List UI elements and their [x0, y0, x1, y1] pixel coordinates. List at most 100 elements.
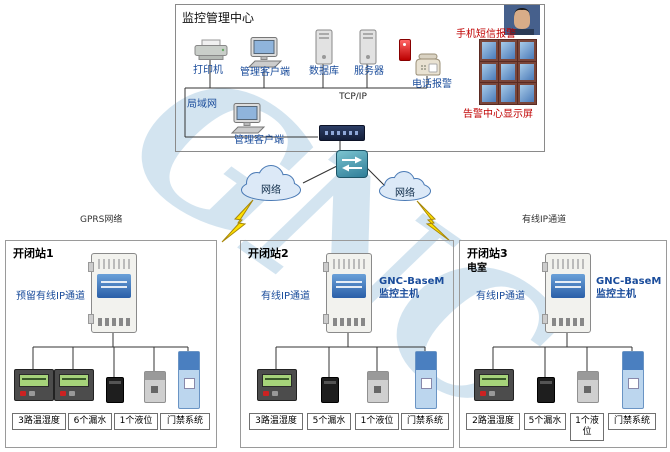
device-button: [272, 391, 278, 396]
sensor-label: 2路温湿度: [466, 413, 520, 430]
mount-tab: [542, 314, 548, 324]
client1-label: 管理客户端: [240, 67, 290, 78]
lcd-screen: [19, 374, 49, 387]
printer-label: 打印机: [193, 65, 223, 76]
device-button: [60, 391, 66, 396]
database-icon: [315, 29, 333, 69]
host-ports: [552, 318, 584, 326]
device-button: [480, 391, 486, 396]
lcd-screen: [479, 374, 509, 387]
tcpip-label: TCP/IP: [339, 92, 367, 102]
wall-screen: [518, 40, 536, 61]
temp-humidity-controller-icon: [14, 369, 54, 401]
cloud-left-label: 网络: [261, 185, 281, 196]
station-3-panel: 开闭站3 电室 有线IP通道 GNC-BaseM 监控主机 2路温湿度 5个漏水…: [459, 240, 667, 448]
access-control-reader-icon: [622, 351, 644, 409]
liquid-level-sensor-icon: [367, 371, 389, 403]
sensor-label: 3路温湿度: [12, 413, 66, 430]
monitoring-host-device: [88, 253, 137, 333]
wall-screen: [518, 83, 536, 104]
device-button: [69, 391, 75, 396]
sensor-label: 5个漏水: [524, 413, 566, 430]
client2-label: 管理客户端: [234, 135, 284, 146]
mount-tab: [323, 314, 329, 324]
wall-screen: [499, 61, 517, 83]
sensor-label: 1个液位: [114, 413, 158, 430]
station-title: 开闭站3: [467, 247, 508, 260]
station-1-panel: 开闭站1 预留有线IP通道 3路温湿度 6个漏水 1个液位 门禁系统: [5, 240, 217, 448]
leak-controller-icon: [54, 369, 94, 401]
host-ports: [333, 318, 365, 326]
host-front-label: [332, 274, 366, 298]
alarm-display-wall: [479, 39, 537, 105]
wall-screen: [480, 83, 498, 104]
access-control-reader-icon: [178, 351, 200, 409]
mount-tab: [88, 262, 94, 272]
lcd-screen: [59, 374, 89, 387]
lcd-screen: [262, 374, 292, 387]
phone-alarm-label: 电话报警: [412, 79, 452, 90]
sensor-label: 1个液位: [355, 413, 399, 430]
host-vents: [333, 259, 365, 269]
host-label-line: 监控主机: [596, 289, 636, 300]
channel-label: 有线IP通道: [261, 291, 310, 302]
station-title: 开闭站2: [248, 247, 289, 260]
sms-alarm-label: 手机短信报警: [456, 29, 516, 40]
printer-icon: [193, 39, 229, 65]
sensor-label: 5个漏水: [307, 413, 351, 430]
wall-screen: [480, 40, 498, 61]
sensor-label: 6个漏水: [68, 413, 112, 430]
host-label-line: GNC-BaseM: [379, 276, 445, 287]
host-label-line: GNC-BaseM: [596, 276, 662, 287]
channel-label: 预留有线IP通道: [16, 291, 85, 302]
lan-label: 局域网: [187, 99, 217, 110]
device-button: [29, 391, 35, 396]
liquid-level-sensor-icon: [144, 371, 166, 403]
mount-tab: [542, 262, 548, 272]
water-leak-sensor-icon: [537, 377, 555, 403]
database-label: 数据库: [309, 66, 339, 77]
device-button: [263, 391, 269, 396]
monitoring-center-panel: 监控管理中心 打印机 管理客户端: [175, 4, 545, 152]
sensor-label: 门禁系统: [160, 413, 210, 430]
water-leak-sensor-icon: [106, 377, 124, 403]
mount-tab: [323, 262, 329, 272]
monitoring-host-device: [542, 253, 591, 333]
wall-screen: [499, 83, 517, 104]
temp-humidity-controller-icon: [257, 369, 297, 401]
server-icon: [359, 29, 377, 69]
temp-humidity-controller-icon: [474, 369, 514, 401]
wall-screen: [480, 61, 498, 83]
monitoring-host-device: [323, 253, 372, 333]
host-label-line: 监控主机: [379, 289, 419, 300]
lightning-bolt-right: [416, 200, 451, 242]
telephone-icon: [413, 53, 443, 81]
center-title: 监控管理中心: [182, 11, 255, 25]
channel-label: 有线IP通道: [476, 291, 525, 302]
wired-ip-channel-label: 有线IP通道: [522, 215, 567, 225]
mount-tab: [88, 314, 94, 324]
display-wall-label: 告警中心显示屏: [463, 109, 533, 120]
liquid-level-sensor-icon: [577, 371, 599, 403]
water-leak-sensor-icon: [321, 377, 339, 403]
station-title: 开闭站1: [13, 247, 54, 260]
host-ports: [98, 318, 130, 326]
access-control-reader-icon: [415, 351, 437, 409]
gprs-network-label: GPRS网络: [80, 215, 123, 225]
host-vents: [552, 259, 584, 269]
station-3-wiring: [492, 331, 633, 377]
cloud-right-label: 网络: [395, 188, 415, 199]
host-front-label: [97, 274, 131, 298]
device-button: [20, 391, 26, 396]
wall-screen: [518, 61, 536, 83]
lan-switch-icon: [319, 125, 365, 141]
sensor-label: 3路温湿度: [249, 413, 303, 430]
station-2-wiring: [275, 331, 426, 377]
host-label: GNC-BaseM 监控主机: [379, 275, 444, 301]
sensor-label: 门禁系统: [401, 413, 449, 430]
management-client2-icon: [229, 103, 267, 139]
alarm-light-icon: [399, 39, 411, 61]
station-2-panel: 开闭站2 有线IP通道 GNC-BaseM 监控主机 3路温湿度 5个漏水 1个…: [240, 240, 454, 448]
lightning-bolt-left: [221, 199, 254, 243]
